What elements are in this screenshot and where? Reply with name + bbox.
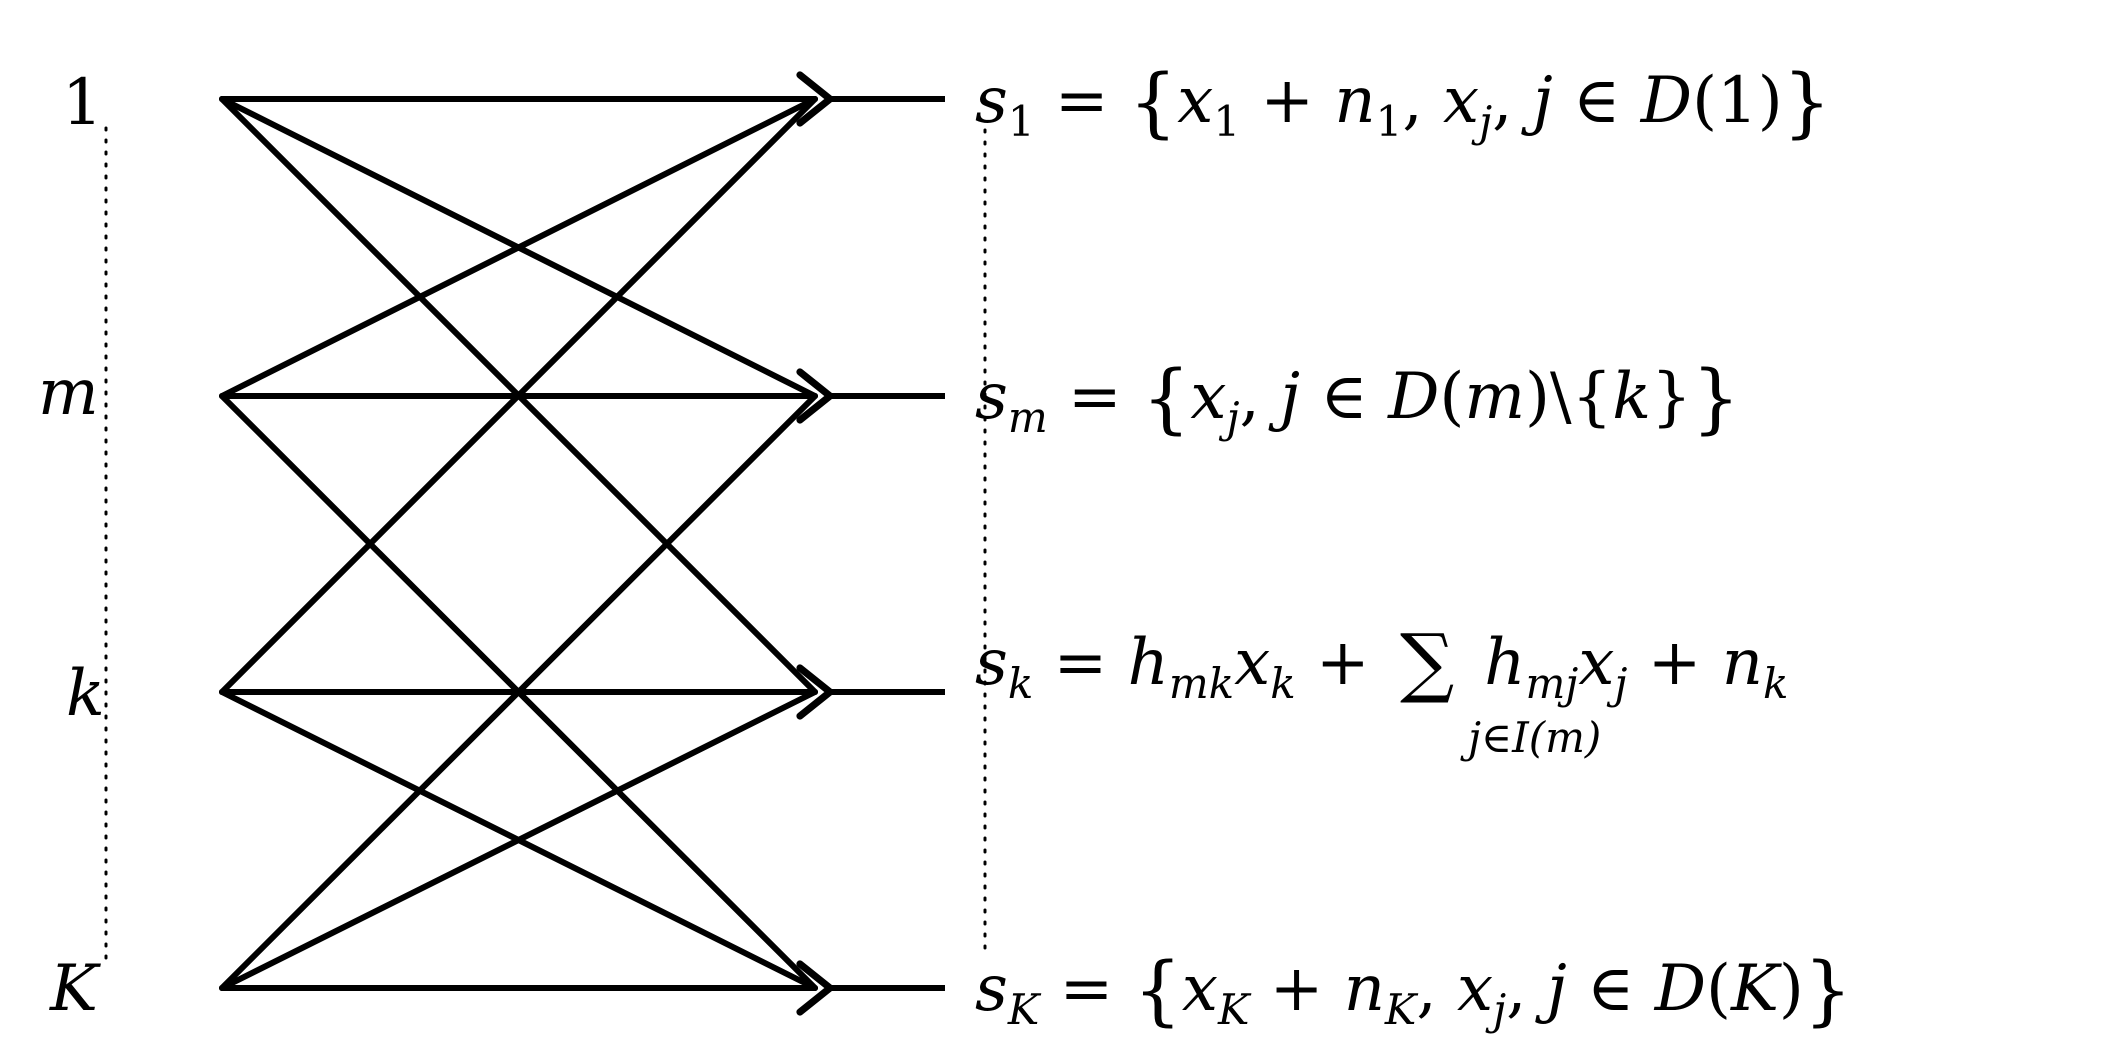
edge-m-1 <box>219 96 818 399</box>
left-node-label-K: K <box>49 952 101 1026</box>
edge-K-m <box>219 393 818 991</box>
sum-subscript: j∈I(m) <box>1460 713 1601 762</box>
network-edges <box>219 96 818 991</box>
side-information-arrows <box>796 71 945 1016</box>
equation-sK: sK = {xK + nK, xj, j ∈ D(K)} <box>975 945 1852 1034</box>
equation-s1: s1 = {x1 + n1, xj, j ∈ D(1)} <box>975 57 1831 146</box>
left-node-label-m: m <box>38 356 99 430</box>
equation-sm: sm = {xj, j ∈ D(m)\{k}} <box>975 353 1740 442</box>
left-node-label-k: k <box>66 657 105 731</box>
edge-K-k <box>219 689 818 991</box>
equation-sk: sk = hmkxk + ∑hmjxj + nk <box>975 617 1788 708</box>
sum-symbol: ∑ <box>1400 617 1454 706</box>
edge-k-1 <box>219 96 818 695</box>
left-node-label-1: 1 <box>62 66 103 140</box>
